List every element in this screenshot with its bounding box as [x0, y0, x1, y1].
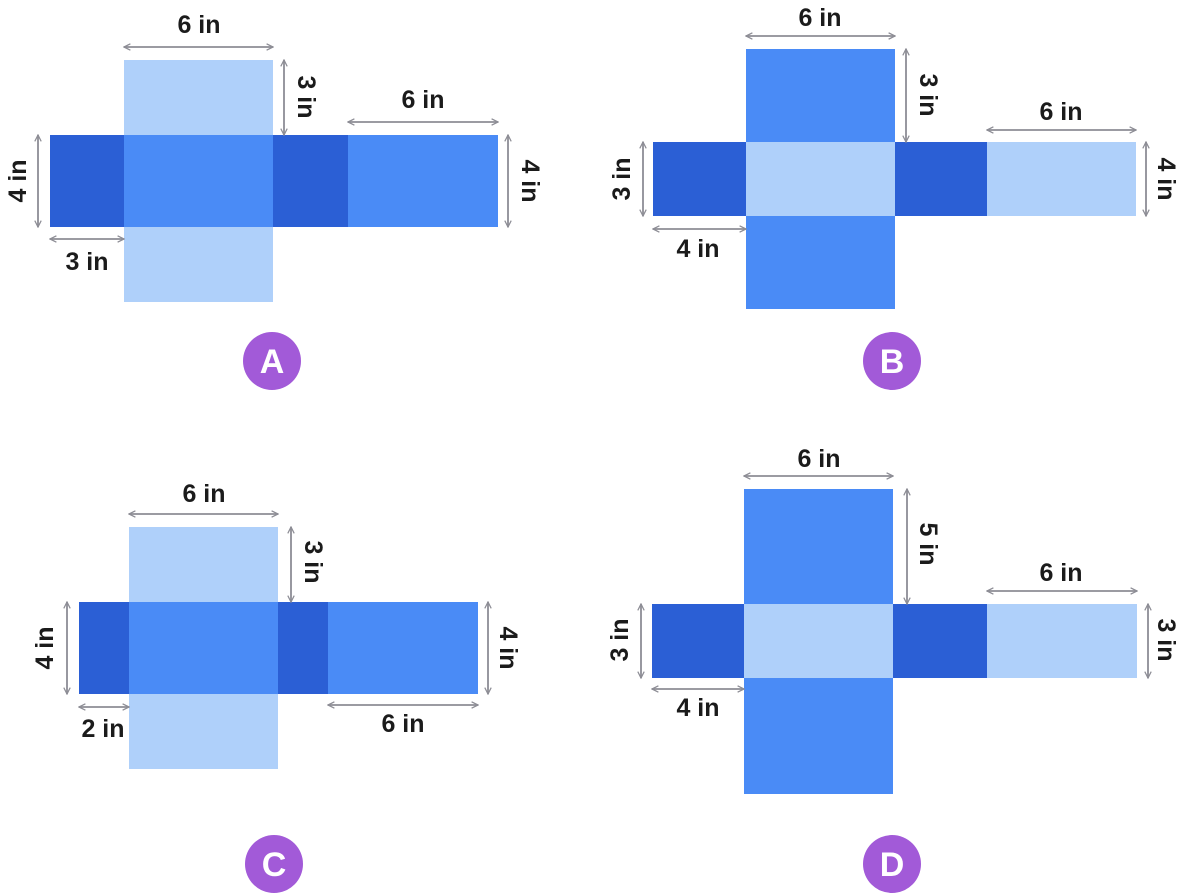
dim-bottom-left-width-label: 4 in [676, 694, 719, 722]
net-face-left [653, 142, 746, 216]
dim-right-height-label: 3 in [1152, 618, 1180, 661]
net-face-top [744, 489, 893, 604]
net-face-far-right [348, 135, 498, 227]
dim-bottom-right-width-label: 6 in [381, 710, 424, 738]
figure-b: 6 in 3 in 6 in 4 in 3 in 4 in B [608, 4, 1180, 390]
net-face-far-right [987, 604, 1137, 678]
dim-bottom-left-width-label: 4 in [676, 235, 719, 263]
badge-a-circle [243, 332, 301, 390]
badge-a-letter: A [260, 343, 285, 381]
net-face-center [129, 602, 278, 694]
dim-top-height-label: 3 in [292, 75, 320, 118]
net-face-center [744, 604, 893, 678]
figure-d: 6 in 5 in 6 in 3 in 3 in 4 in D [606, 445, 1180, 893]
dim-right-width-label: 6 in [1039, 98, 1082, 126]
net-face-center [124, 135, 273, 227]
dim-right-height-label: 4 in [516, 159, 544, 202]
dim-top-width-label: 6 in [182, 480, 225, 508]
net-face-middle-right [893, 604, 987, 678]
net-face-top [746, 49, 895, 142]
net-face-middle-right [895, 142, 987, 216]
net-face-bottom [746, 216, 895, 309]
dim-left-height-label: 3 in [606, 618, 634, 661]
dim-bottom-left-width-label: 2 in [81, 715, 124, 743]
dim-bottom-left-width-label: 3 in [65, 248, 108, 276]
net-face-left [50, 135, 124, 227]
dim-right-height-label: 4 in [1152, 157, 1180, 200]
net-face-bottom [129, 694, 278, 769]
dim-top-width-label: 6 in [797, 445, 840, 473]
dim-top-width-label: 6 in [177, 11, 220, 39]
badge-b-circle [863, 332, 921, 390]
net-face-left [79, 602, 129, 694]
net-face-left [652, 604, 744, 678]
net-face-top [129, 527, 278, 602]
net-face-bottom [744, 678, 893, 794]
net-face-bottom [124, 227, 273, 302]
badge-d-circle [863, 835, 921, 893]
net-face-far-right [987, 142, 1136, 216]
dim-top-height-label: 5 in [914, 522, 942, 565]
dim-right-width-label: 6 in [1039, 559, 1082, 587]
badge-b-letter: B [880, 343, 905, 381]
dim-left-height-label: 4 in [31, 626, 59, 669]
badge-c-circle [245, 835, 303, 893]
net-face-top [124, 60, 273, 135]
figure-c: 6 in 3 in 4 in 4 in 2 in 6 in C [31, 480, 522, 893]
dim-right-width-label: 6 in [401, 86, 444, 114]
dim-top-width-label: 6 in [798, 4, 841, 32]
net-face-center [746, 142, 895, 216]
net-face-middle-right [278, 602, 328, 694]
badge-c-letter: C [262, 846, 287, 884]
figure-a: 6 in 3 in 6 in 4 in 4 in 3 in A [4, 11, 544, 390]
dim-right-height-label: 4 in [494, 626, 522, 669]
dim-top-height-label: 3 in [299, 540, 327, 583]
badge-d-letter: D [880, 846, 905, 884]
net-face-middle-right [273, 135, 348, 227]
dim-left-height-label: 4 in [4, 159, 32, 202]
dim-left-height-label: 3 in [608, 157, 636, 200]
net-face-far-right [328, 602, 478, 694]
dim-top-height-label: 3 in [914, 73, 942, 116]
